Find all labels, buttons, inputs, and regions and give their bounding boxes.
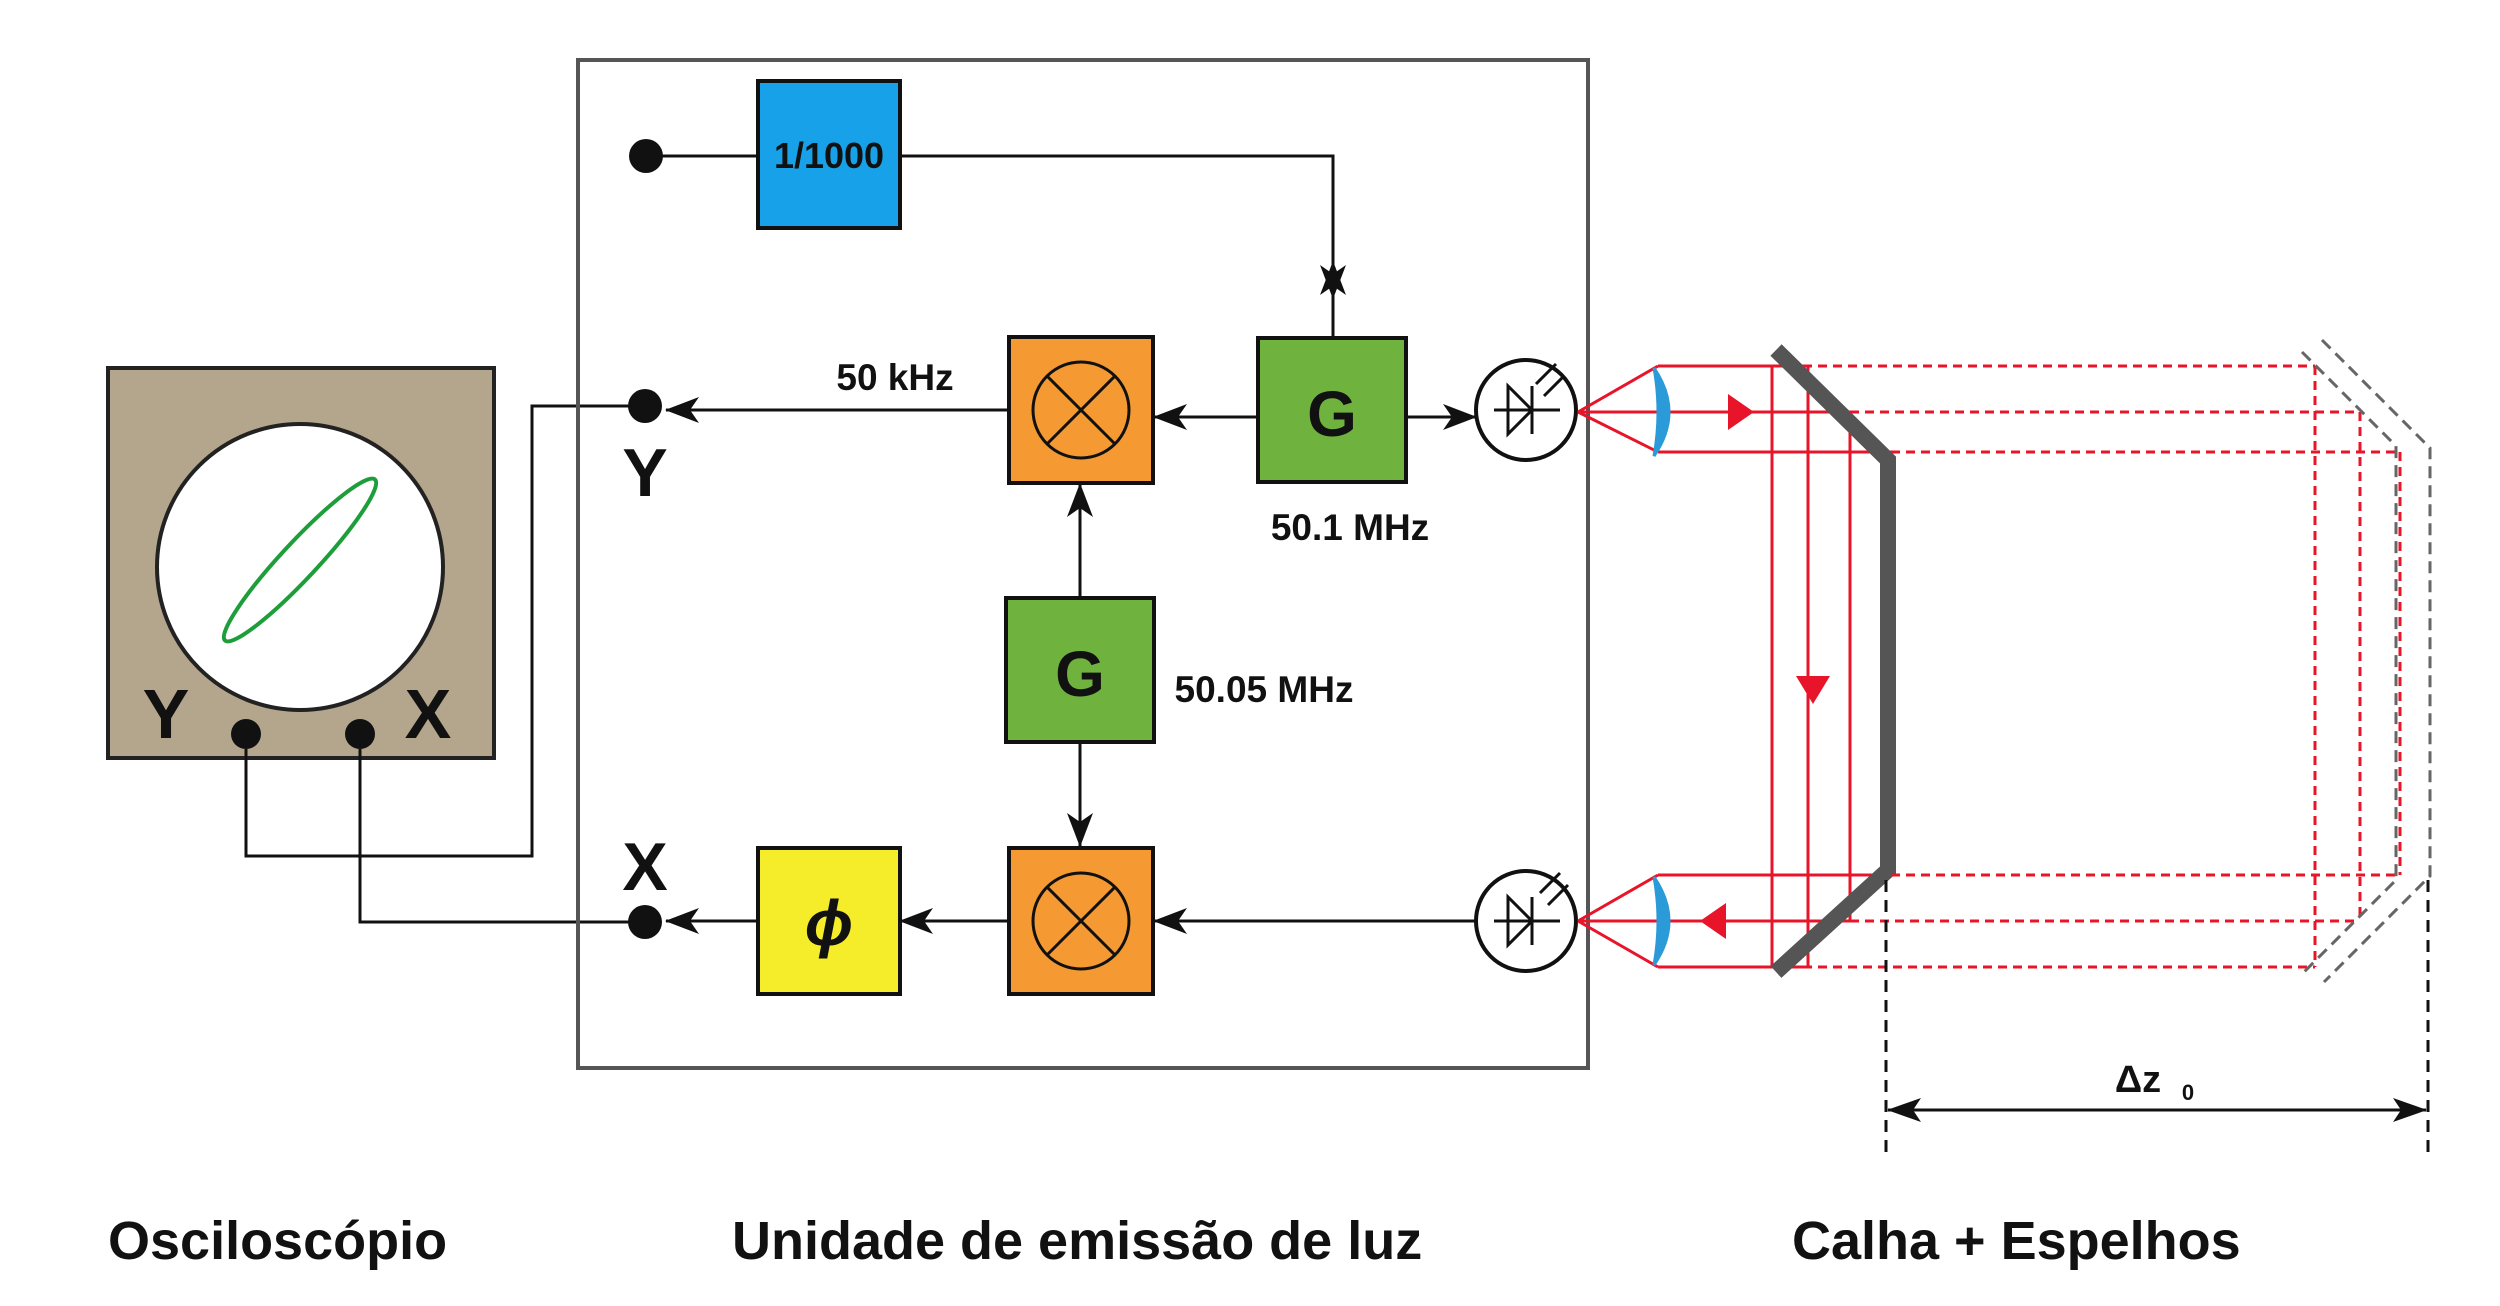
beam-bottom xyxy=(1577,873,1891,969)
generator-mid-label: G xyxy=(1055,638,1105,710)
cable-y xyxy=(244,404,643,858)
generator-top-freq: 50.1 MHz xyxy=(1271,507,1429,548)
light-unit: 1/1000 G 50.1 MHz 50 kHz Y G 50.05 MHz xyxy=(576,58,1590,1070)
generator-mid-freq: 50.05 MHz xyxy=(1175,669,1354,710)
divider-block xyxy=(756,79,902,230)
oscilloscope-y-label: Y xyxy=(143,675,190,753)
emitter-led xyxy=(1474,358,1578,462)
divider-label: 1/1000 xyxy=(774,135,884,176)
mixer-bottom-symbol xyxy=(1031,871,1131,971)
generator-top xyxy=(1256,336,1408,484)
beam-arrow-down xyxy=(1796,676,1830,704)
cable-x xyxy=(358,749,643,924)
detector-photodiode xyxy=(1474,869,1578,973)
lens-bottom xyxy=(1652,876,1671,966)
oscilloscope-x-label: X xyxy=(405,675,452,753)
oscilloscope-y-input[interactable] xyxy=(231,719,261,749)
phase-label: ϕ xyxy=(805,887,853,959)
mirror-movable[interactable] xyxy=(2300,338,2432,984)
beam-arrow-bottom xyxy=(1700,903,1726,939)
beam-arrow-top xyxy=(1728,394,1754,430)
delta-z-subscript: 0 xyxy=(2182,1080,2194,1105)
oscilloscope-screen xyxy=(155,422,445,712)
y-output-label: Y xyxy=(622,435,667,511)
mixer-output-freq: 50 kHz xyxy=(836,357,953,398)
x-output-terminal[interactable] xyxy=(628,905,662,939)
rail-optics: Δz 0 xyxy=(1577,338,2432,1160)
mixer-top-symbol xyxy=(1031,360,1131,460)
caption-rail: Calha + Espelhos xyxy=(1792,1211,2241,1271)
light-unit-frame xyxy=(576,58,1590,1070)
beam-dashed xyxy=(1803,364,2402,969)
lissajous-trace xyxy=(221,476,379,644)
caption-oscilloscope: Osciloscópio xyxy=(108,1211,448,1271)
x-output-label: X xyxy=(622,829,667,905)
caption-light-unit: Unidade de emissão de luz xyxy=(732,1211,1423,1271)
mirror-fixed xyxy=(1770,344,1896,978)
delta-z-label: Δz xyxy=(2115,1059,2161,1101)
delta-z-guides xyxy=(1884,880,2430,1160)
wire-gen-to-divider xyxy=(900,154,1346,299)
phase-block xyxy=(756,846,902,996)
generator-top-label: G xyxy=(1307,378,1357,450)
oscilloscope-x-input[interactable] xyxy=(345,719,375,749)
y-output-terminal[interactable] xyxy=(628,389,662,423)
oscilloscope: Y X xyxy=(106,366,496,760)
lens-top xyxy=(1652,367,1671,457)
